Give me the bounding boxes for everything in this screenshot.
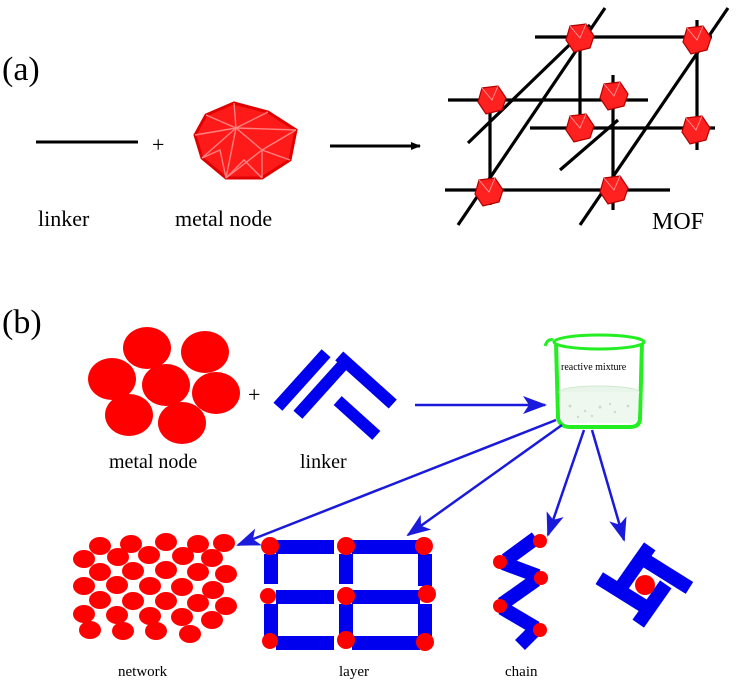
panel-b-label: (b)	[2, 304, 42, 341]
chain-structure	[493, 532, 548, 650]
network-structure	[73, 533, 237, 643]
arrow-to-layer	[406, 423, 563, 537]
metal-node-polyhedron	[193, 101, 298, 180]
mof-nodes	[474, 23, 712, 207]
network-label: network	[118, 664, 168, 680]
plus-sign-b: +	[248, 382, 260, 407]
mof-label: MOF	[652, 209, 704, 235]
linker-label-a: linker	[38, 206, 90, 231]
beaker-label: reactive mixture	[561, 362, 627, 373]
cross-structure	[595, 542, 694, 628]
linker-label-b: linker	[300, 451, 347, 473]
panel-a-label: (a)	[2, 51, 40, 88]
linker-bars	[273, 349, 397, 440]
layer-structure	[260, 537, 436, 651]
product-arrows	[236, 418, 627, 547]
arrow-to-chain	[546, 429, 586, 537]
metal-node-label-a: metal node	[175, 206, 272, 231]
chain-label: chain	[505, 664, 538, 680]
arrow-to-cross	[590, 429, 627, 542]
beaker-icon	[543, 333, 646, 429]
panel-a: (a) + linker metal node	[2, 7, 730, 235]
arrow-to-network	[236, 418, 557, 547]
panel-b: (b) + metal node linker	[2, 304, 694, 680]
layer-label: layer	[339, 664, 369, 680]
metal-node-cluster	[88, 327, 240, 444]
plus-sign-a: +	[152, 132, 164, 157]
metal-node-label-b: metal node	[109, 451, 197, 473]
